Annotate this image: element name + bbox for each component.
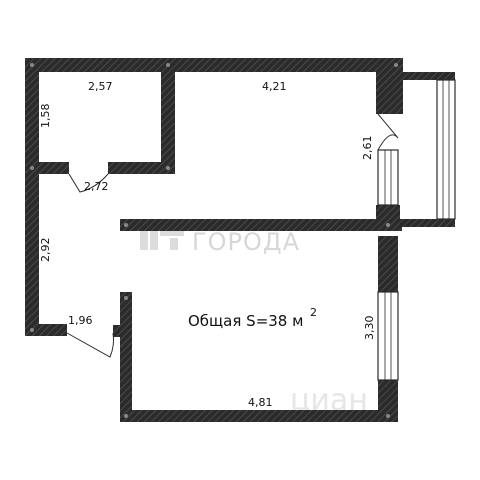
doors [66, 113, 399, 358]
door-bathroom [68, 173, 109, 193]
wall-top [25, 58, 403, 72]
dimension-labels: 2,57 4,21 1,58 2,92 2,72 1,96 2,61 3,30 … [39, 80, 376, 409]
wall-left [25, 58, 39, 336]
window-lower [377, 291, 399, 381]
wall-partition-vertical [161, 58, 175, 172]
watermark-brand: ГОРОДА [192, 228, 300, 256]
dim-top-left-room: 2,57 [88, 80, 113, 93]
wall-jamb [113, 325, 127, 337]
total-area-sup: 2 [310, 306, 317, 319]
balcony-bottom [400, 219, 455, 227]
wall-partition-top-left [25, 162, 69, 174]
wall-partition-top-right [108, 162, 175, 174]
wall-middle [120, 219, 402, 231]
wall-left-bottom [25, 324, 67, 336]
dim-entrance: 1,96 [68, 314, 93, 327]
wall-right-lower-post [378, 236, 398, 292]
dim-bottom: 4,81 [248, 396, 273, 409]
walls [25, 58, 403, 422]
balcony [400, 72, 456, 227]
wall-lower-left [120, 292, 132, 422]
window-upper [377, 149, 399, 206]
wall-bottom [120, 410, 398, 422]
door-entrance [66, 332, 115, 358]
dim-left-upper: 1,58 [39, 104, 52, 129]
total-area-text: Общая S=38 м [188, 312, 303, 330]
dim-window-upper: 2,61 [361, 136, 374, 161]
balcony-glazing [436, 79, 456, 220]
door-balcony [377, 113, 399, 151]
windows [377, 149, 399, 381]
dim-inner-door: 2,72 [84, 180, 109, 193]
wall-right-upper [376, 58, 403, 114]
dim-top-right-room: 4,21 [262, 80, 287, 93]
dim-window-lower: 3,30 [363, 316, 376, 341]
balcony-top [400, 72, 455, 80]
watermark-logo-icon [140, 228, 184, 250]
dim-left-middle: 2,92 [39, 238, 52, 263]
corner-markers [30, 63, 398, 418]
total-area-label: Общая S=38 м 2 [188, 306, 317, 330]
